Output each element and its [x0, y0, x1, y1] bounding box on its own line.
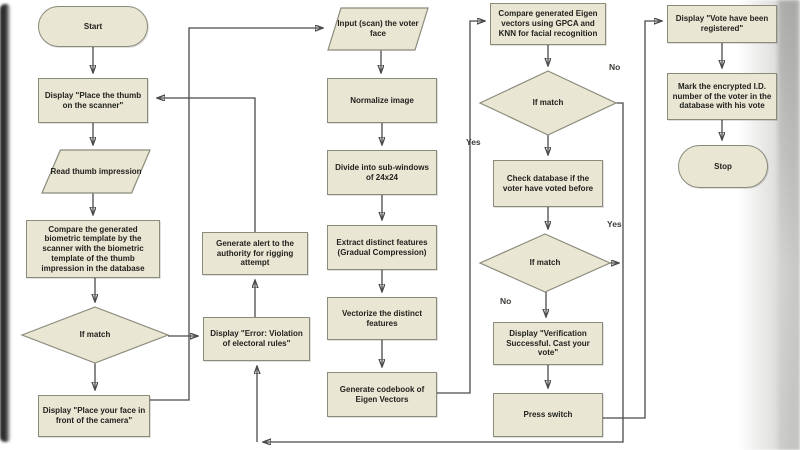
node-stop-terminator: Stop [678, 145, 768, 188]
node-display-error-violation: Display "Error: Violation of electoral r… [203, 317, 310, 361]
node-if-match-db-decision: If match [480, 234, 610, 292]
connector-generate-alert-to-display-thumb [157, 98, 256, 232]
node-extract-distinct-features: Extract distinct features (Gradual Compr… [327, 225, 437, 270]
node-press-switch: Press switch [493, 393, 603, 437]
node-compare-eigen-vectors: Compare generated Eigen vectors using GP… [490, 3, 606, 45]
diamond-shape [480, 234, 610, 292]
edge-label-no-face-match: No [609, 62, 621, 72]
node-label: If match [532, 98, 564, 108]
node-display-place-thumb: Display "Place the thumb on the scanner" [38, 78, 148, 123]
connector-codebook-to-compare-eigen [437, 21, 485, 394]
node-mark-encrypted-id: Mark the encrypted I.D. number of the vo… [667, 73, 777, 120]
node-label: If match [529, 258, 561, 268]
right-shadow-bar [778, 0, 798, 450]
connector-press-switch-to-display-vote [603, 21, 662, 419]
diamond-shape [22, 307, 168, 363]
node-if-match-face-decision: If match [480, 71, 616, 135]
left-dark-edge [0, 4, 11, 442]
node-read-thumb-impression: Read thumb impression [42, 150, 150, 193]
node-if-match-thumb-decision: If match [22, 307, 168, 363]
node-start-terminator: Start [38, 6, 148, 47]
edge-label-yes-db-match: Yes [607, 219, 622, 229]
diamond-shape [480, 71, 616, 135]
node-normalize-image: Normalize image [327, 78, 437, 123]
parallelogram-shape [328, 8, 428, 50]
node-generate-rigging-alert: Generate alert to the authority for rigg… [202, 232, 308, 275]
node-display-verification-successful: Display "Verification Successful. Cast y… [493, 322, 603, 365]
node-label: Input (scan) the voter face [337, 19, 419, 38]
connector-display-face-to-input-face [150, 28, 323, 401]
node-label: If match [79, 330, 111, 340]
node-generate-codebook-eigen: Generate codebook of Eigen Vectors [327, 372, 437, 417]
parallelogram-shape [42, 150, 150, 193]
connector-if-match-face-no-down-loop [263, 102, 624, 442]
edge-label-yes-face-match: Yes [466, 137, 481, 147]
node-check-database-voted: Check database if the voter have voted b… [493, 160, 603, 207]
node-label: Read thumb impression [50, 166, 142, 176]
node-divide-sub-windows: Divide into sub-windows of 24x24 [327, 150, 437, 195]
node-display-place-face: Display "Place your face in front of the… [38, 395, 150, 437]
node-display-vote-registered: Display "Vote have been registered" [667, 5, 777, 43]
node-input-scan-voter-face: Input (scan) the voter face [328, 8, 428, 50]
node-vectorize-features: Vectorize the distinct features [327, 297, 437, 340]
edge-label-no-db-match: No [500, 296, 512, 306]
node-compare-biometric-template: Compare the generated biometric template… [26, 220, 160, 278]
